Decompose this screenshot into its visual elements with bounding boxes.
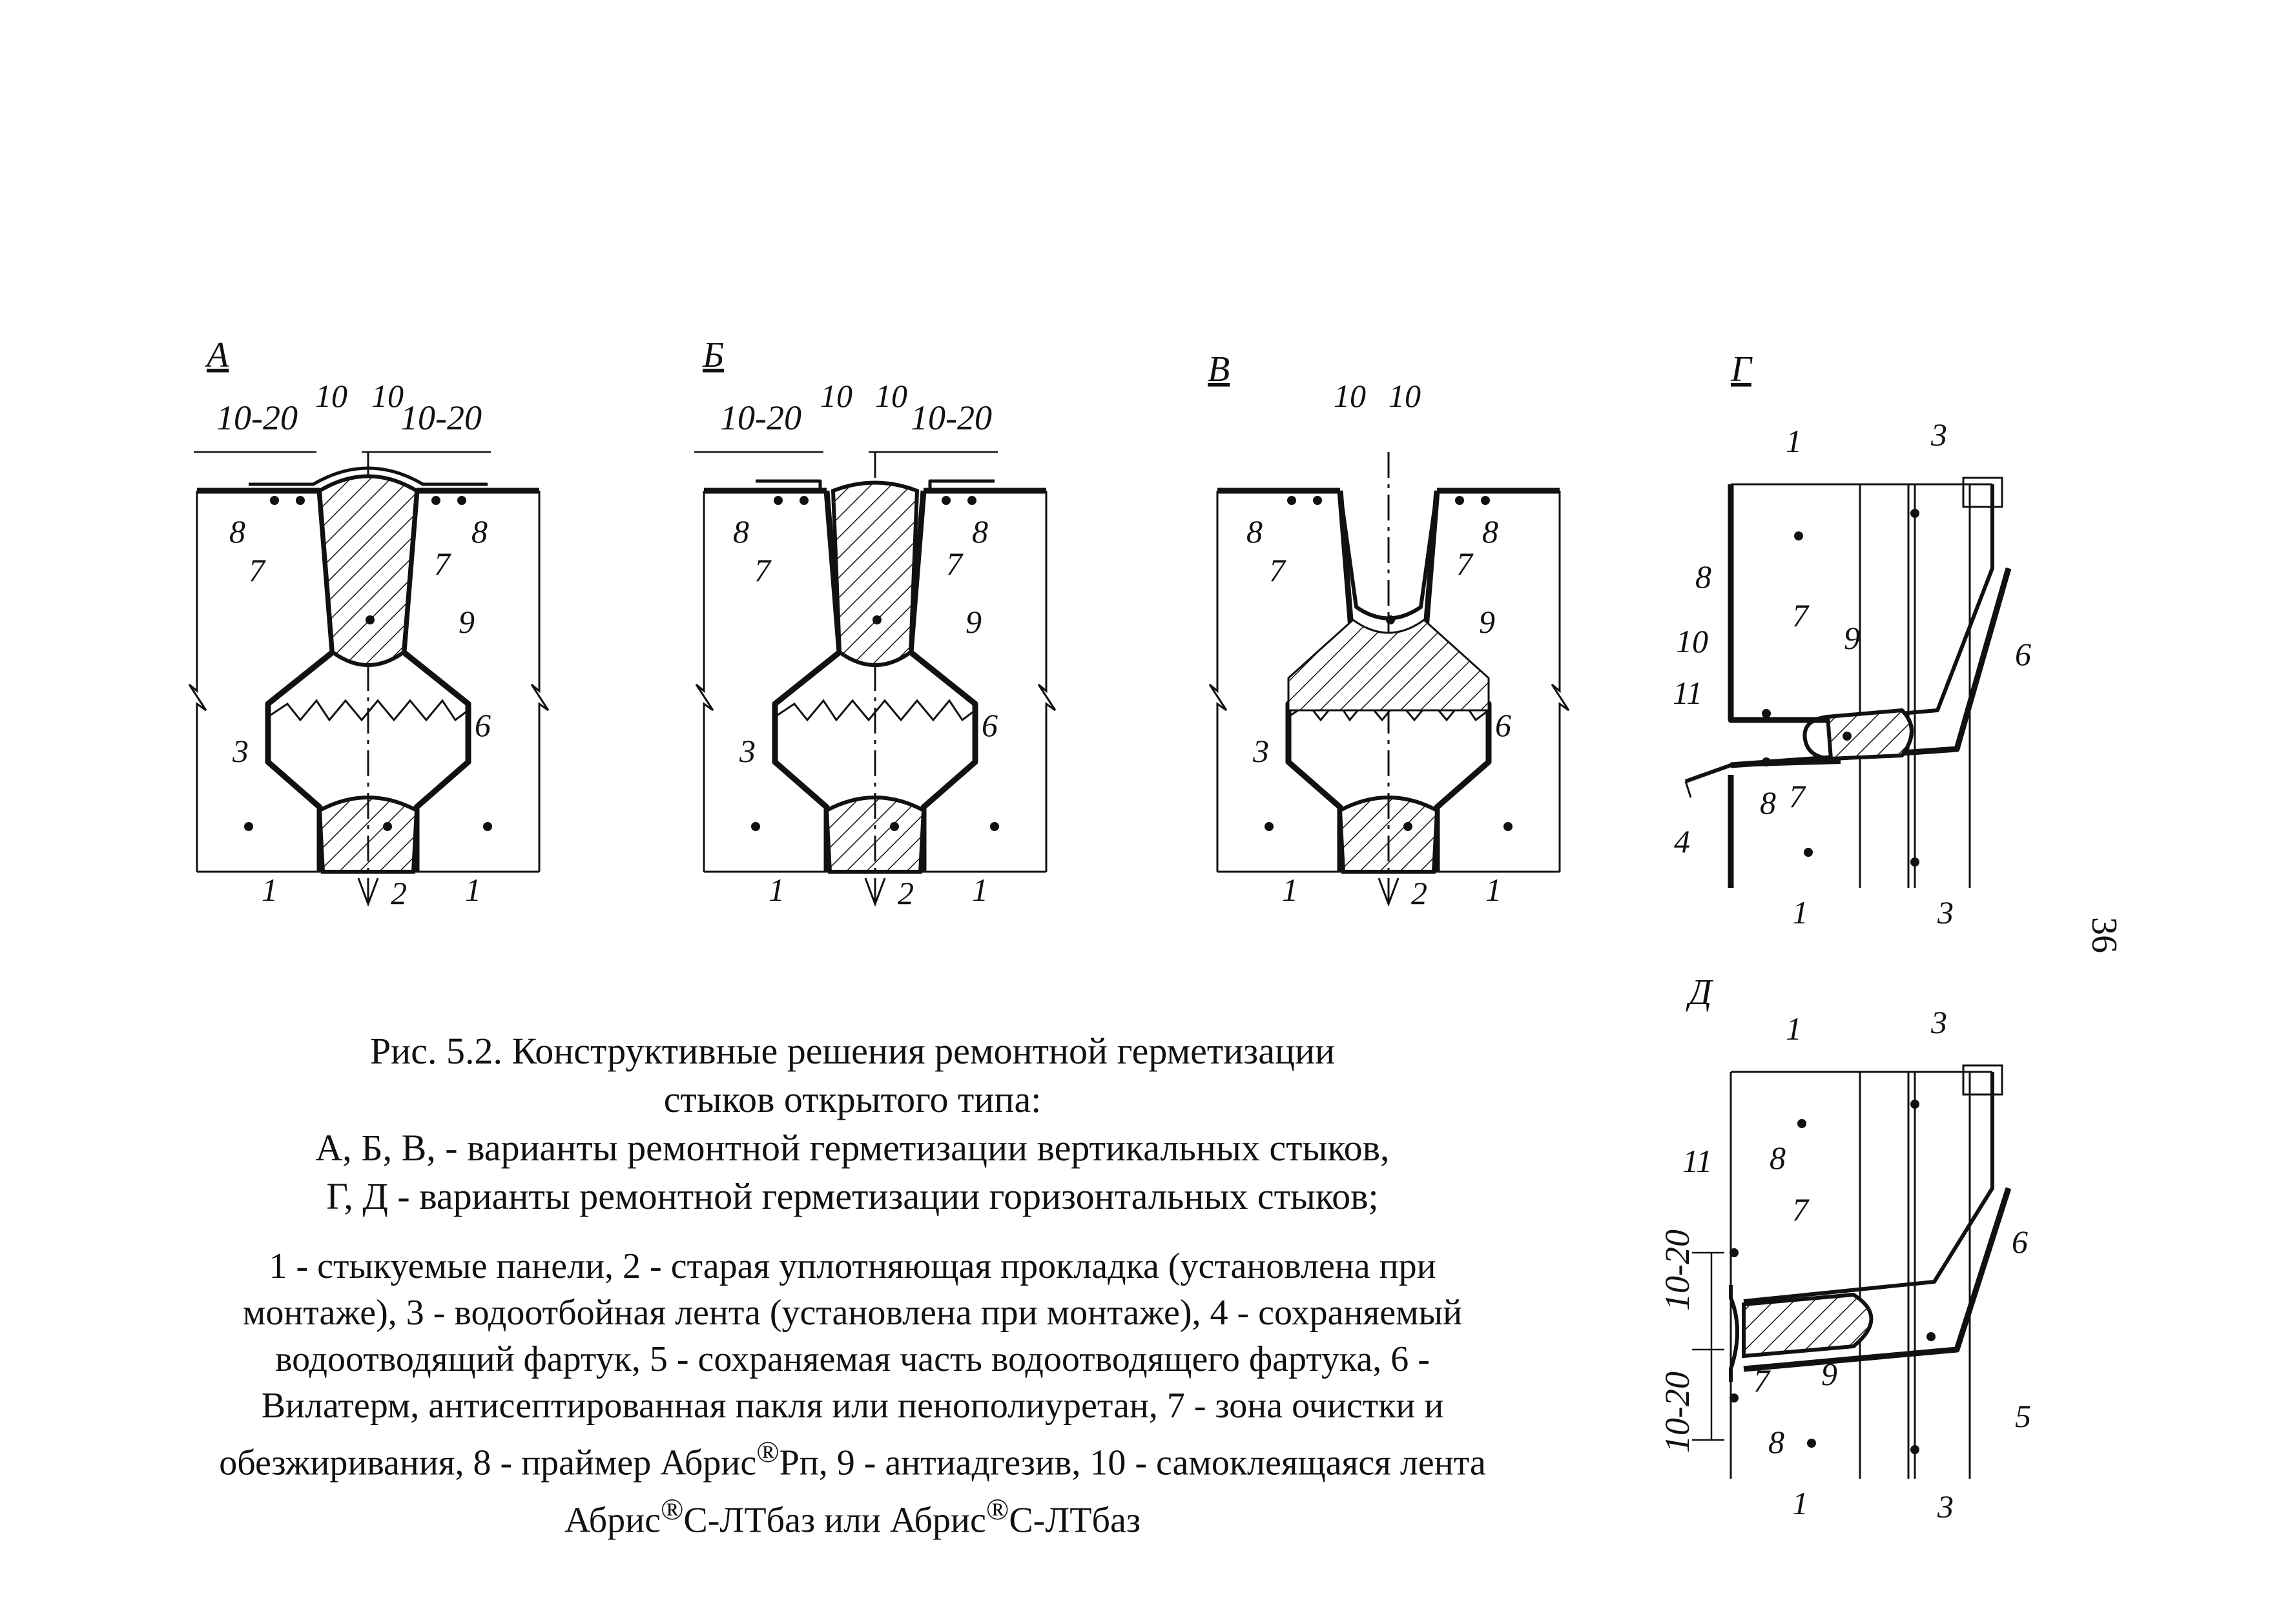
callout-number: 3 xyxy=(1930,1004,1947,1040)
callout-number: 3 xyxy=(1930,416,1947,453)
panel-b-letter: Б xyxy=(702,335,724,375)
callout-number: 10 xyxy=(820,378,852,414)
panel-a: А 10-20 10-20 10 10 8 7 8 7 9 6 3 1 2 1 xyxy=(189,335,548,911)
legend-part-3: С-ЛТбаз или Абрис xyxy=(683,1500,986,1541)
callout-number: 6 xyxy=(2015,636,2031,672)
legend-part-4: С-ЛТбаз xyxy=(1009,1500,1141,1541)
callout-number: 3 xyxy=(1937,1488,1954,1525)
panel-v: В 10 10 8 7 8 7 9 6 3 1 2 1 xyxy=(1208,349,1569,911)
callout-number: 10 xyxy=(1389,378,1421,414)
callout-number: 2 xyxy=(391,875,407,911)
caption-line-2: стыков открытого типа: xyxy=(663,1078,1042,1120)
callout-number: 3 xyxy=(739,733,756,769)
callout-number: 4 xyxy=(1674,823,1690,859)
panel-d-letter: Д xyxy=(1686,972,1714,1012)
registered-mark: ® xyxy=(660,1492,684,1526)
callout-number: 7 xyxy=(754,552,772,588)
callout-number: 11 xyxy=(1682,1143,1712,1179)
callout-number: 7 xyxy=(1792,1191,1810,1228)
callout-number: 8 xyxy=(229,513,245,550)
figure-caption: Рис. 5.2. Конструктивные решения ремонтн… xyxy=(194,1027,1511,1220)
callout-number: 10 xyxy=(1334,378,1366,414)
callout-number: 10 xyxy=(315,378,347,414)
callout-number: 10 xyxy=(1676,623,1708,659)
dimension-label: 10-20 xyxy=(1658,1229,1697,1311)
caption-line-3: А, Б, В, - варианты ремонтной герметизац… xyxy=(315,1127,1390,1169)
callout-number: 1 xyxy=(1792,894,1808,930)
callout-number: 7 xyxy=(1789,778,1806,814)
callout-number: 9 xyxy=(966,604,982,640)
callout-number: 1 xyxy=(1792,1485,1808,1521)
callout-number: 10 xyxy=(875,378,907,414)
callout-number: 3 xyxy=(1937,894,1954,930)
callout-number: 7 xyxy=(434,546,451,582)
callout-number: 9 xyxy=(459,604,475,640)
panel-g: Г 1 3 8 10 7 9 6 11 8 7 4 1 3 xyxy=(1673,349,2031,930)
panel-d: Д xyxy=(1686,972,1714,1012)
registered-mark: ® xyxy=(986,1492,1009,1526)
callout-number: 7 xyxy=(1269,552,1286,588)
caption-line-4: Г, Д - варианты ремонтной герметизации г… xyxy=(326,1175,1379,1217)
callout-number: 1 xyxy=(262,872,278,908)
callout-number: 6 xyxy=(475,707,491,743)
panel-b: Б 10-20 10-20 10 10 8 7 8 7 9 6 3 1 2 1 xyxy=(694,335,1055,911)
panel-a-letter: А xyxy=(204,335,229,375)
caption-line-1: Рис. 5.2. Конструктивные решения ремонтн… xyxy=(369,1030,1336,1072)
panel-v-letter: В xyxy=(1208,349,1230,389)
callout-number: 7 xyxy=(1753,1362,1771,1399)
callout-number: 11 xyxy=(1673,675,1702,711)
callout-number: 9 xyxy=(1479,604,1495,640)
dimension-label: 10-20 xyxy=(720,398,801,437)
callout-number: 10 xyxy=(371,378,404,414)
callout-number: 1 xyxy=(1786,1011,1802,1047)
callout-number: 5 xyxy=(2015,1398,2031,1434)
callout-number: 8 xyxy=(1768,1424,1784,1460)
callout-number: 8 xyxy=(1760,785,1776,821)
callout-number: 3 xyxy=(1252,733,1269,769)
callout-number: 8 xyxy=(1770,1140,1786,1176)
callout-number: 6 xyxy=(1495,707,1511,743)
callout-number: 8 xyxy=(1695,559,1711,595)
callout-number: 9 xyxy=(1844,620,1860,656)
panel-g-letter: Г xyxy=(1730,349,1753,389)
callout-number: 7 xyxy=(1456,546,1474,582)
callout-number: 3 xyxy=(232,733,249,769)
callout-number: 2 xyxy=(1411,875,1427,911)
callout-number: 7 xyxy=(1792,597,1810,633)
registered-mark: ® xyxy=(756,1435,780,1469)
page-number: 36 xyxy=(2084,917,2124,953)
dimension-label: 10-20 xyxy=(216,398,298,437)
callout-number: 1 xyxy=(1282,872,1298,908)
callout-number: 1 xyxy=(1786,423,1802,459)
callout-number: 8 xyxy=(471,513,488,550)
callout-number: 1 xyxy=(972,872,988,908)
callout-number: 7 xyxy=(249,552,266,588)
callout-number: 2 xyxy=(898,875,914,911)
dimension-label: 10-20 xyxy=(1658,1372,1697,1453)
callout-number: 7 xyxy=(946,546,964,582)
callout-number: 8 xyxy=(1246,513,1263,550)
callout-number: 1 xyxy=(465,872,481,908)
callout-number: 6 xyxy=(982,707,998,743)
callout-number: 8 xyxy=(733,513,749,550)
figure-legend: 1 - стыкуемые панели, 2 - старая уплотня… xyxy=(194,1243,1511,1543)
legend-part-1: 1 - стыкуемые панели, 2 - старая уплотня… xyxy=(219,1246,1463,1483)
figure-5-2-drawing: А 10-20 10-20 10 10 8 7 8 7 9 6 3 1 2 1 … xyxy=(0,335,2031,1012)
callout-number: 8 xyxy=(972,513,988,550)
callout-number: 1 xyxy=(1485,872,1502,908)
callout-number: 8 xyxy=(1482,513,1498,550)
callout-number: 9 xyxy=(1821,1356,1837,1392)
dimension-label: 10-20 xyxy=(400,398,482,437)
callout-number: 1 xyxy=(769,872,785,908)
callout-number: 6 xyxy=(2012,1224,2028,1260)
dimension-label: 10-20 xyxy=(911,398,992,437)
legend-part-2: Рп, 9 - антиадгезив, 10 - самоклеящаяся … xyxy=(564,1443,1486,1541)
